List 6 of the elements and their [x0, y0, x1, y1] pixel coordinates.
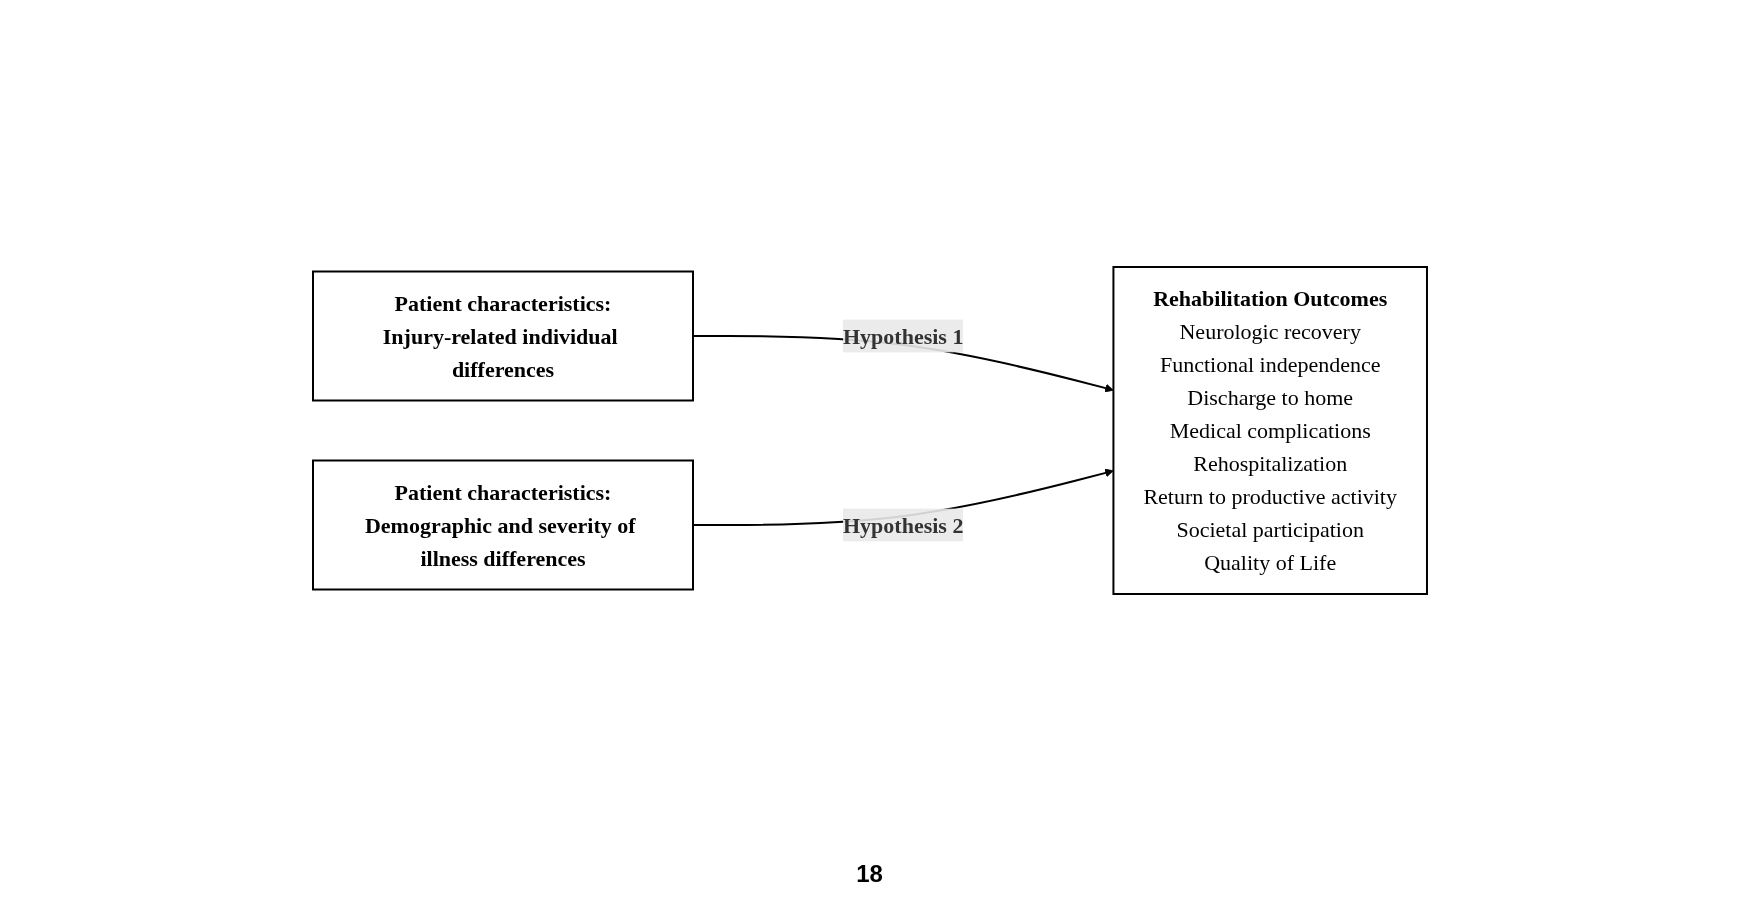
node-box: Patient characteristics: Demographic and severity of illness differences: [311, 459, 694, 590]
node-box: Patient characteristics: Injury-related individual differences: [311, 270, 694, 401]
edge-label: Hypothesis 2: [842, 512, 963, 537]
node-box: Rehabilitation Outcomes Neurologic recovery Functional independence Discharge to home Medical complications Rehospitalization Return to productive activity Societal participation Quality of Life: [1111, 265, 1428, 595]
page-number: 18: [856, 860, 883, 887]
edge-label: Hypothesis 1: [842, 323, 963, 348]
